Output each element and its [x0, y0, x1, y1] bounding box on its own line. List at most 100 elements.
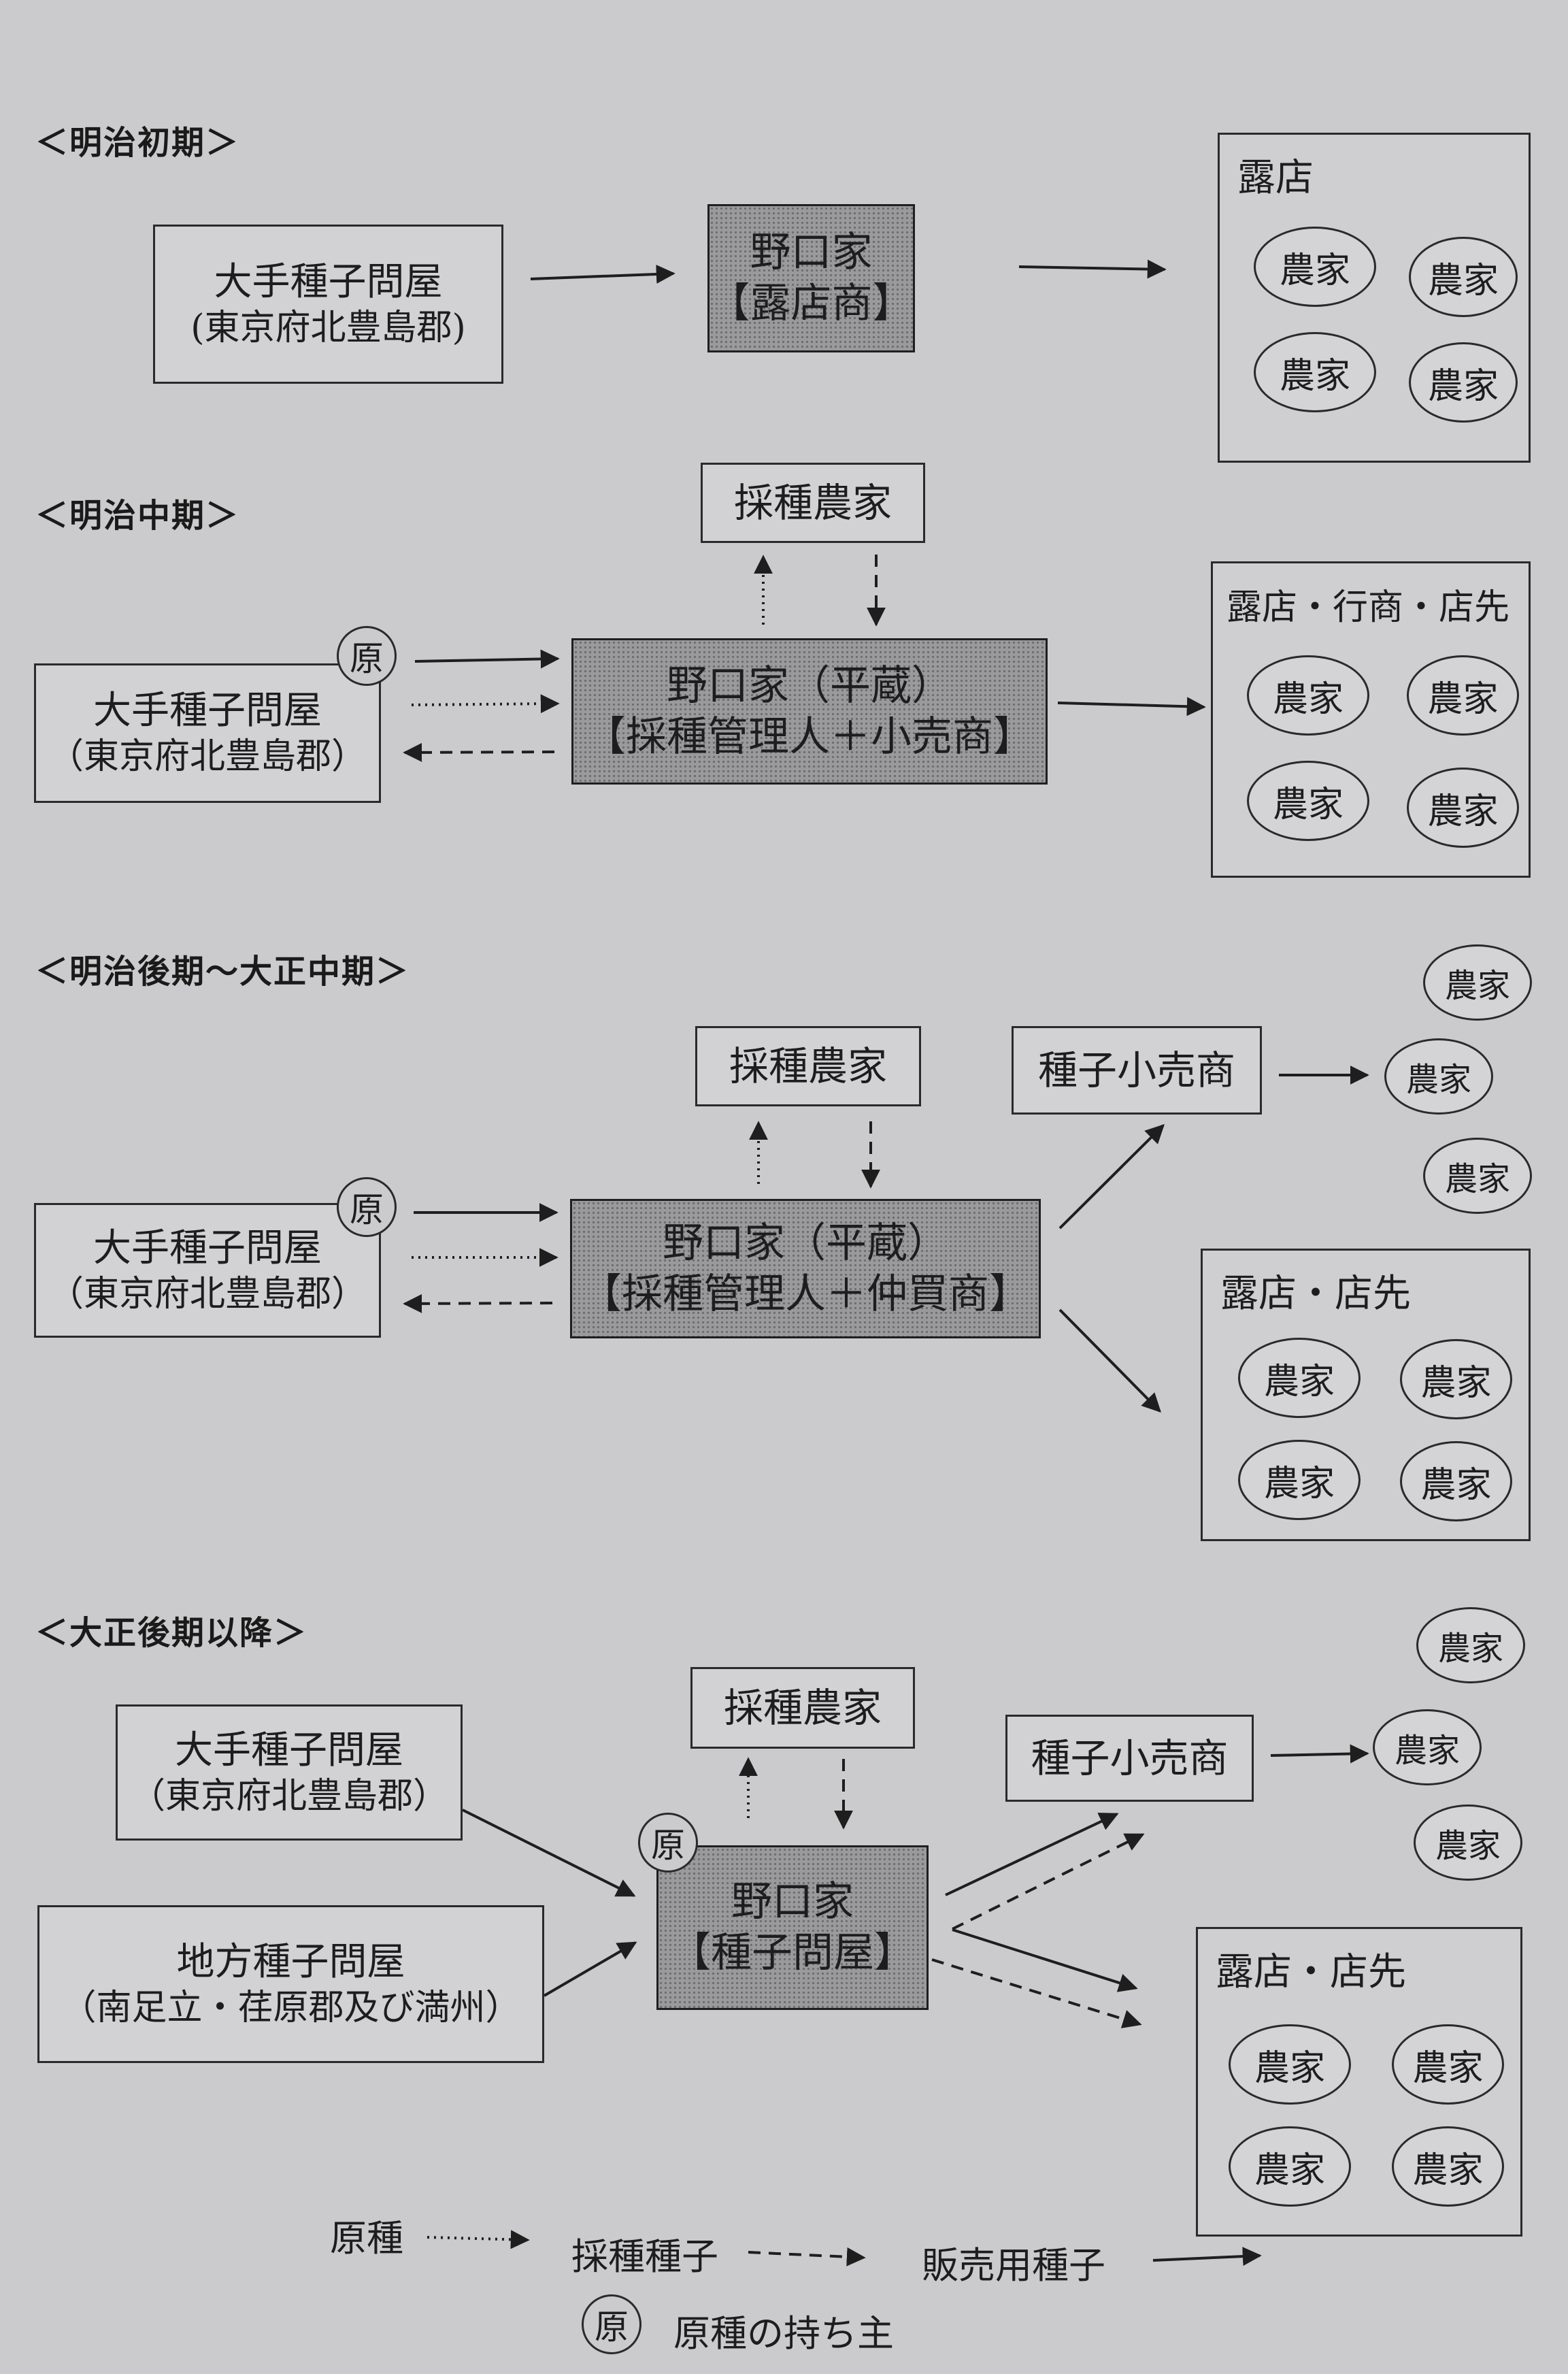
wholesaler-name: 大手種子問屋: [214, 259, 443, 304]
major-wholesaler-box: 大手種子問屋 （東京府北豊島郡）: [116, 1704, 463, 1841]
legend-origin-owner: 原種の持ち主: [673, 2312, 894, 2355]
market-title: 露店: [1237, 156, 1314, 200]
retailer-label: 種子小売商: [1031, 1734, 1229, 1781]
origin-owner-mark: 原: [337, 1177, 397, 1237]
regional-wholesaler-box: 地方種子問屋 （南足立・荏原郡及び満州）: [37, 1905, 544, 2063]
noguchi-box: 野口家（平蔵） 【採種管理人＋仲買商】: [570, 1199, 1041, 1338]
wholesaler-location: （東京府北豊島郡）: [129, 1775, 448, 1817]
regional-wholesaler-location: （南足立・荏原郡及び満州）: [61, 1987, 521, 2028]
noguchi-name: 野口家（平蔵）: [663, 1219, 948, 1267]
arrow-s1-sale-1: [530, 264, 675, 284]
wholesaler-location: （東京府北豊島郡）: [48, 736, 367, 777]
noguchi-box: 野口家（平蔵） 【採種管理人＋小売商】: [571, 638, 1048, 785]
farmer-ellipse: 農家: [1407, 655, 1519, 736]
market-shop-box: 露店・店先 農家 農家 農家 農家: [1201, 1249, 1531, 1541]
noguchi-role: 【種子問屋】: [670, 1929, 915, 1977]
arrow-s2-sale-out: [1057, 697, 1206, 716]
noguchi-name: 野口家: [750, 229, 873, 276]
market-title: 露店・店先: [1220, 1272, 1411, 1316]
farmer-ellipse: 農家: [1247, 761, 1369, 841]
arrow-s2-collected-back: [403, 742, 555, 762]
major-wholesaler-box: 大手種子問屋 (東京府北豊島郡): [153, 225, 503, 384]
arrow-s2-sale-in: [414, 649, 560, 669]
section-title-early-meiji: ＜明治初期＞: [35, 124, 240, 162]
arrow-s4-sale-market: [952, 1928, 1138, 1992]
farmer-ellipse: 農家: [1229, 2024, 1351, 2105]
seed-farmer-label: 採種農家: [733, 479, 892, 526]
section-title-mid-meiji: ＜明治中期＞: [35, 497, 240, 535]
farmer-ellipse: 農家: [1373, 1709, 1482, 1785]
arrow-s4-regional-in: [543, 1941, 637, 1997]
arrow-s3-to-market: [1058, 1308, 1161, 1413]
origin-owner-mark: 原: [337, 626, 397, 686]
noguchi-role: 【採種管理人＋仲買商】: [581, 1270, 1030, 1318]
seed-retailer-box: 種子小売商: [1005, 1715, 1254, 1802]
seed-farmer-box: 採種農家: [690, 1667, 915, 1749]
farmer-ellipse: 農家: [1384, 1038, 1493, 1115]
noguchi-name: 野口家（平蔵）: [667, 661, 952, 710]
farmer-ellipse: 農家: [1238, 1440, 1361, 1520]
farmer-ellipse: 農家: [1400, 1339, 1512, 1419]
retailer-label: 種子小売商: [1037, 1046, 1235, 1093]
farmer-ellipse: 農家: [1400, 1441, 1512, 1521]
farmer-ellipse: 農家: [1414, 1804, 1522, 1881]
wholesaler-name: 大手種子問屋: [93, 1225, 322, 1270]
farmer-ellipse: 農家: [1409, 342, 1518, 423]
farmer-ellipse: 農家: [1409, 237, 1518, 317]
wholesaler-location: （東京府北豊島郡）: [48, 1273, 367, 1315]
farmer-ellipse: 農家: [1392, 2024, 1504, 2105]
arrow-s2-original-in: [411, 694, 560, 714]
arrow-s4-collected-retail: [952, 1833, 1145, 1930]
legend-origin-mark: 原: [582, 2294, 641, 2354]
market-title: 露店・店先: [1216, 1950, 1406, 1994]
market-title: 露店・行商・店先: [1227, 587, 1510, 628]
wholesaler-name: 大手種子問屋: [93, 689, 322, 733]
seed-farmer-box: 採種農家: [695, 1026, 921, 1106]
arrow-s4-sale-retail: [945, 1813, 1119, 1896]
farmer-ellipse: 農家: [1229, 2126, 1351, 2207]
farmer-ellipse: 農家: [1423, 944, 1532, 1021]
origin-owner-mark: 原: [638, 1813, 698, 1873]
seed-farmer-box: 採種農家: [701, 463, 925, 543]
farmer-ellipse: 農家: [1254, 227, 1376, 307]
legend-original-seed: 原種: [330, 2217, 403, 2260]
arrow-s3-to-retailer: [1058, 1124, 1165, 1230]
farmer-ellipse: 農家: [1238, 1338, 1361, 1418]
legend-sale-seed: 販売用種子: [922, 2244, 1105, 2287]
wholesaler-location: (東京府北豊島郡): [190, 307, 466, 348]
major-wholesaler-box: 大手種子問屋 （東京府北豊島郡）: [34, 1203, 381, 1338]
seed-retailer-box: 種子小売商: [1012, 1026, 1262, 1115]
section-title-late-taisho-onward: ＜大正後期以降＞: [35, 1614, 308, 1652]
farmer-ellipse: 農家: [1423, 1138, 1532, 1214]
seed-farmer-label: 採種農家: [723, 1684, 882, 1731]
arrow-s1-sale-2: [1018, 259, 1167, 279]
seed-farmer-label: 採種農家: [729, 1042, 887, 1089]
legend-sale-line: [1152, 2247, 1262, 2266]
noguchi-box: 野口家 【露店商】: [707, 204, 915, 352]
market-stall-peddler-shop-box: 露店・行商・店先 農家 農家 農家 農家: [1211, 561, 1531, 878]
farmer-ellipse: 農家: [1392, 2126, 1504, 2207]
noguchi-box: 野口家 【種子問屋】: [656, 1845, 929, 2010]
noguchi-name: 野口家: [731, 1878, 854, 1926]
farmer-ellipse: 農家: [1416, 1607, 1525, 1683]
legend-collected-line: [748, 2247, 866, 2266]
regional-wholesaler-name: 地方種子問屋: [176, 1939, 405, 1984]
farmer-ellipse: 農家: [1247, 655, 1369, 736]
farmer-ellipse: 農家: [1254, 332, 1376, 412]
arrow-s4-collected-market: [931, 1958, 1142, 2028]
section-title-late-meiji-mid-taisho: ＜明治後期〜大正中期＞: [35, 953, 410, 991]
major-wholesaler-box: 大手種子問屋 （東京府北豊島郡）: [34, 663, 381, 803]
legend-original-line: [427, 2230, 530, 2249]
wholesaler-name: 大手種子問屋: [175, 1728, 403, 1773]
market-stall-box: 露店 農家 農家 農家 農家: [1218, 133, 1531, 463]
farmer-ellipse: 農家: [1407, 768, 1519, 848]
noguchi-role: 【採種管理人＋小売商】: [585, 712, 1034, 761]
arrow-s4-retailer-farmer: [1270, 1744, 1369, 1764]
legend-collected-seed: 採種種子: [571, 2235, 718, 2278]
arrow-s4-major-in: [462, 1809, 636, 1897]
market-shop-box: 露店・店先 農家 農家 農家 農家: [1196, 1927, 1522, 2237]
arrow-s3-collected-back: [403, 1293, 553, 1313]
noguchi-role: 【露店商】: [709, 280, 914, 327]
